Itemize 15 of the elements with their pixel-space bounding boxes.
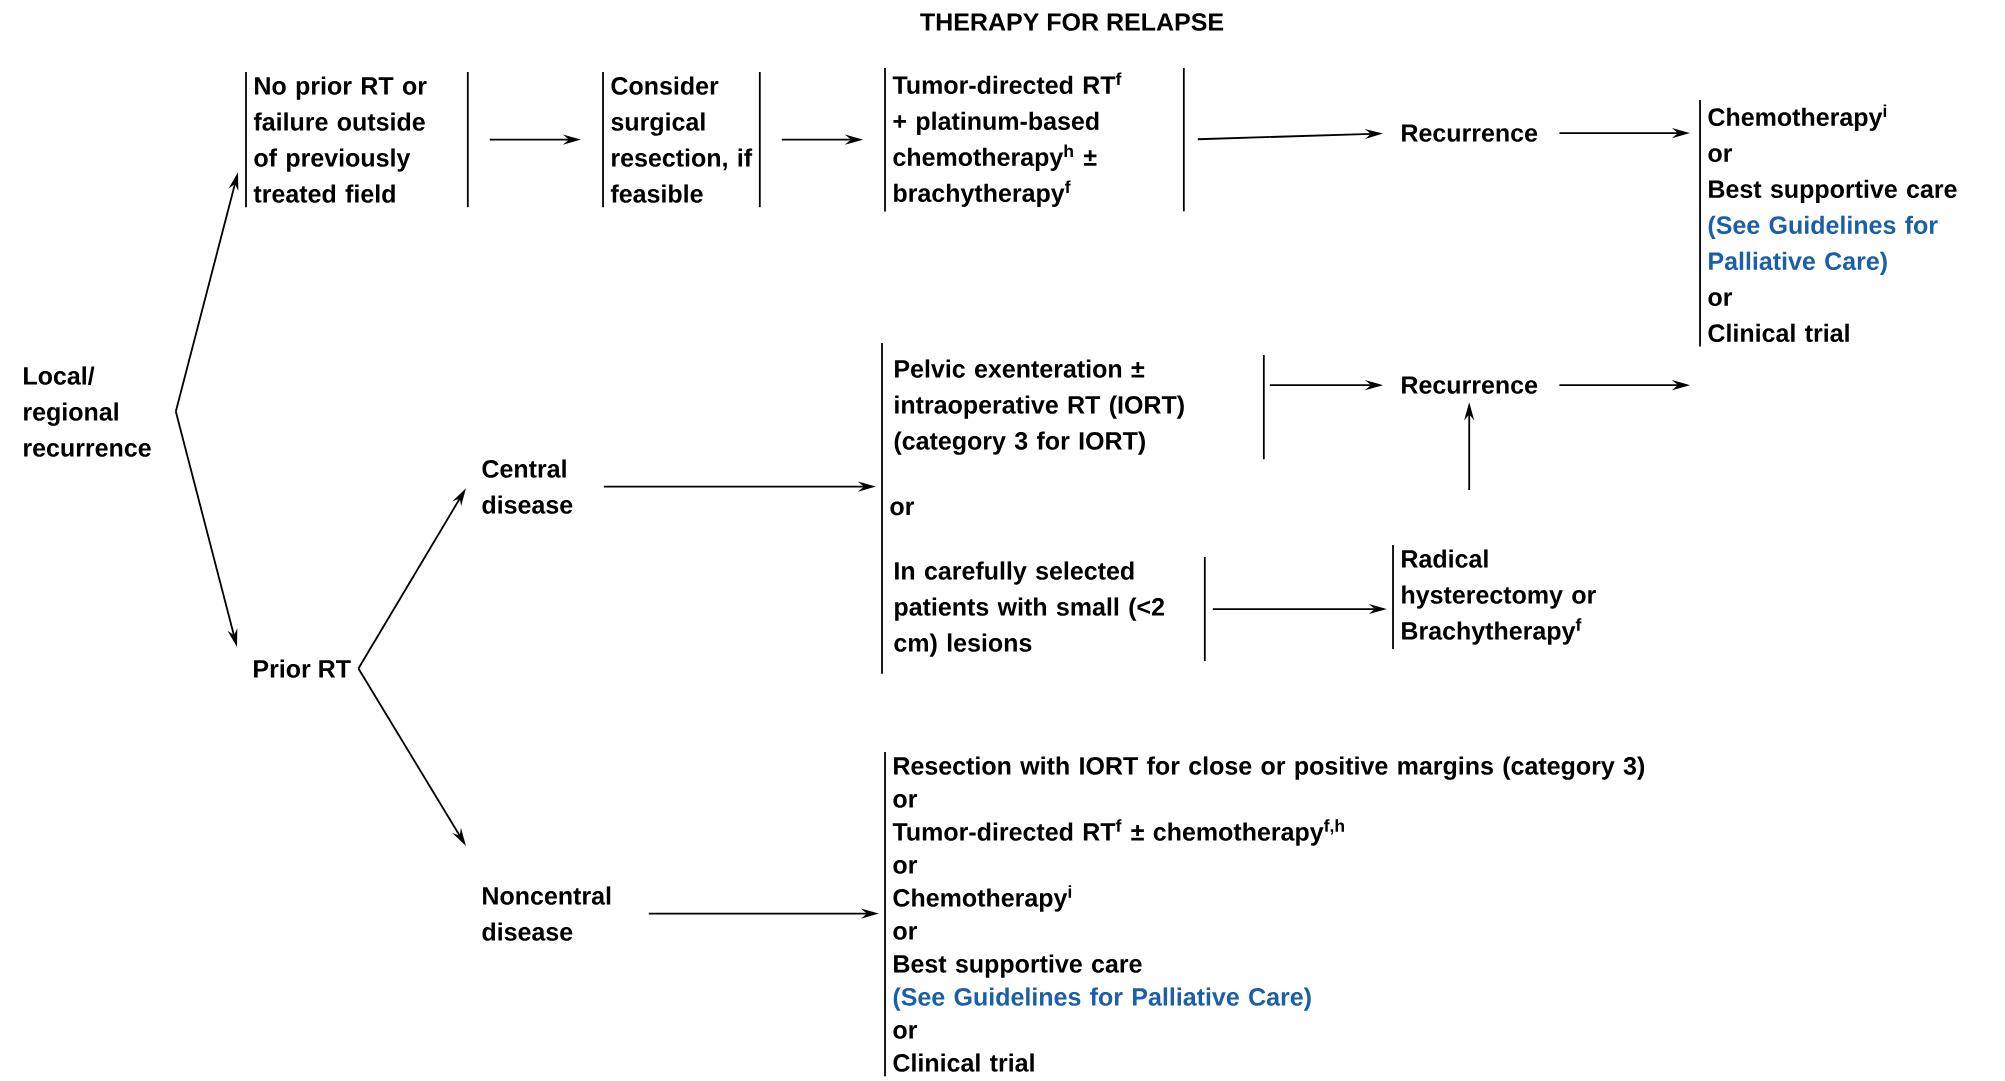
bracket-box: Radical hysterectomy or Brachytherapy$^{f}$ <box>1392 544 1596 650</box>
flow-text: Local/ regional recurrence <box>24 366 151 457</box>
bracket-box: Consider surgical resection, if feasible <box>602 71 761 209</box>
flow-text: Recurrence <box>1402 376 1538 394</box>
bracket-box: Pelvic exenteration ± intraoperative RT (IORT) (category 3 for IORT) <box>894 354 1265 461</box>
bracket-box: Resection with IORT for close or positive margins (category 3) or Tumor-directed RT$^{f}$ ± chemotherapy$^{f,h}$ or Chemotherapy$^{i}$ or Best supportive care (See Guidelines for Palliative Care) or Clinical trial <box>884 751 1645 1078</box>
bracket-box: In carefully selected patients with small (<2 cm) lesions <box>894 556 1206 662</box>
bracket-box: Chemotherapy$^{i}$ or Best supportive care (See Guidelines for Palliative Care) or Clinical trial <box>1699 99 1957 348</box>
bracket-box: Tumor-directed RT$^{f}$ + platinum-based chemotherapy$^{h}$ ± brachytherapy$^{f}$ <box>884 67 1185 213</box>
bracket-box: No prior RT or failure outside of previously treated field <box>245 71 469 209</box>
flow-text: Central disease <box>482 459 573 514</box>
flow-text: Prior RT <box>254 659 351 678</box>
flow-text: Noncentral disease <box>482 886 611 941</box>
flow-text: Recurrence <box>1402 124 1538 142</box>
title: THERAPY FOR RELAPSE <box>920 13 1224 31</box>
